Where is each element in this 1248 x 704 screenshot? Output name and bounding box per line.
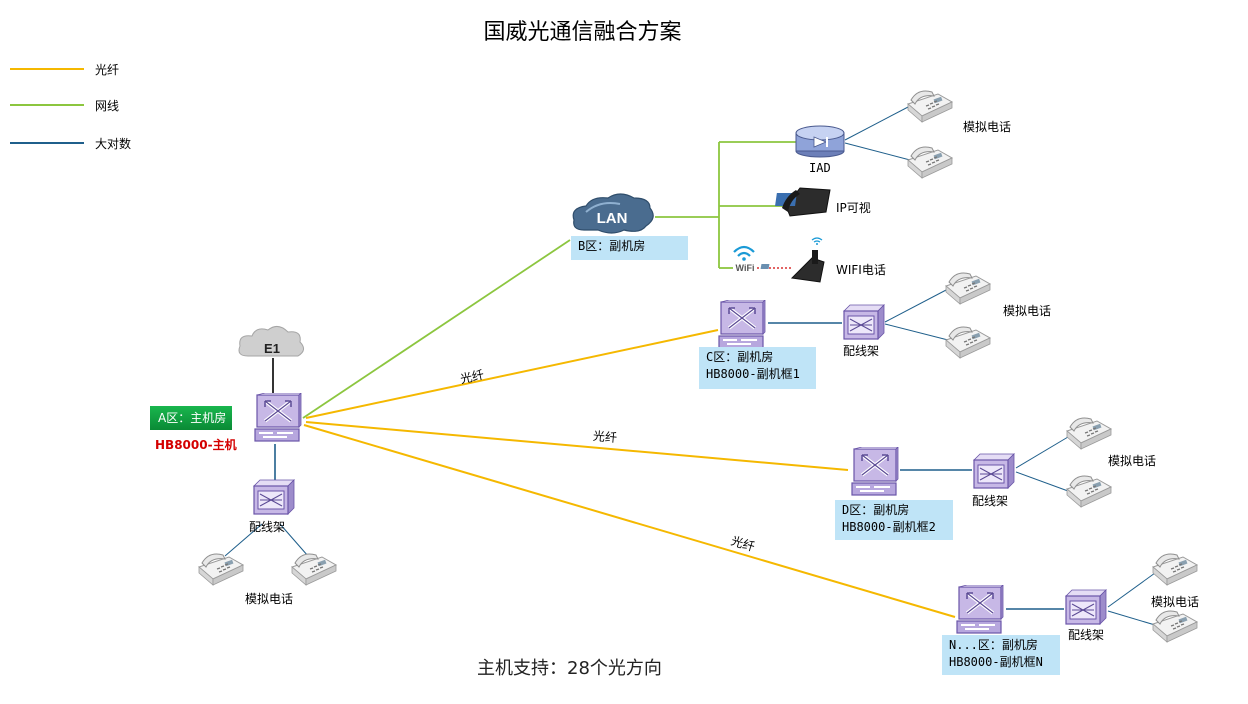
host-lan-link — [302, 239, 571, 419]
zone-d-name: D区：副机房 — [842, 503, 910, 517]
zone-b-name: B区：副机房 — [578, 239, 646, 253]
c-analog-phone-2-icon — [945, 326, 991, 359]
c-analog-phone-label: 模拟电话 — [1003, 304, 1052, 318]
n-analog-phone-1-icon — [1152, 553, 1198, 586]
zone-c-label: C区：副机房 HB8000-副机框1 — [699, 347, 816, 389]
d-phone2-link — [1015, 471, 1069, 492]
a-analog-phone-label: 模拟电话 — [245, 592, 294, 606]
iad-router-icon — [795, 125, 845, 158]
iad-label: IAD — [809, 161, 831, 175]
iad-analog-phone-1-icon — [907, 90, 953, 123]
c-patch-panel-icon — [843, 304, 885, 340]
n-patch-panel-label: 配线架 — [1068, 628, 1105, 642]
iad-phone2-link — [844, 142, 911, 161]
n-analog-phone-2-icon — [1152, 610, 1198, 643]
legend-network-label: 网线 — [95, 99, 120, 113]
wifi-phone-badge-icon — [811, 237, 823, 245]
iad-phone1-link — [844, 105, 911, 141]
wifi-access-point-icon — [733, 245, 757, 273]
a-analog-phone-2-icon — [291, 553, 337, 586]
iad-analog-phone-2-icon — [907, 146, 953, 179]
n-switch-icon — [955, 585, 1005, 635]
zone-b-label: B区：副机房 — [571, 236, 688, 260]
c-switch-icon — [717, 300, 767, 350]
d-patch-panel-icon — [973, 453, 1015, 489]
zone-d-device: HB8000-副机框2 — [842, 520, 936, 534]
fiber-to-c — [305, 329, 719, 419]
zone-n-device: HB8000-副机框N — [949, 655, 1043, 669]
lan-cloud-icon — [572, 193, 654, 234]
d-switch-icon — [850, 447, 900, 497]
n-patch-panel-icon — [1065, 589, 1107, 625]
legend-trunk-label: 大对数 — [95, 137, 132, 151]
c-phone1-link — [884, 288, 949, 323]
zone-c-name: C区：副机房 — [706, 350, 774, 364]
legend-fiber-label: 光纤 — [95, 63, 120, 77]
c-phone2-link — [884, 323, 949, 341]
footer-note: 主机支持：28个光方向 — [477, 658, 662, 679]
lan-label: LAN — [597, 210, 628, 227]
a-patch-panel-icon — [253, 479, 295, 515]
zone-n-label: N...区：副机房 HB8000-副机框N — [942, 635, 1060, 675]
d-analog-phone-2-icon — [1066, 475, 1112, 508]
ip-video-phone-icon — [775, 187, 831, 217]
legend-trunk-line — [10, 142, 84, 144]
fiber-to-d — [305, 421, 849, 471]
d-analog-phone-1-icon — [1066, 417, 1112, 450]
d-phone1-link — [1015, 436, 1069, 469]
host-switch-icon — [253, 393, 303, 443]
d-analog-phone-label: 模拟电话 — [1108, 454, 1157, 468]
n-phone2-link — [1107, 610, 1156, 626]
a-analog-phone-1-icon — [198, 553, 244, 586]
zone-d-label: D区：副机房 HB8000-副机框2 — [835, 500, 953, 540]
n-analog-phone-label: 模拟电话 — [1151, 595, 1200, 609]
a-phone2-link — [279, 523, 309, 557]
wifi-phone-label: WIFI电话 — [836, 263, 886, 277]
n-phone1-link — [1107, 572, 1156, 608]
host-device-label: HB8000-主机 — [155, 438, 237, 452]
zone-a-label: A区：主机房 — [150, 406, 232, 430]
zone-n-name: N...区：副机房 — [949, 638, 1038, 652]
iad-analog-phone-label: 模拟电话 — [963, 120, 1012, 134]
legend-fiber-line — [10, 68, 84, 70]
diagram-title: 国威光通信融合方案 — [483, 20, 682, 45]
wifi-phone-icon — [760, 250, 825, 283]
e1-label: E1 — [264, 341, 280, 356]
legend-network-line — [10, 104, 84, 106]
d-patch-panel-label: 配线架 — [972, 494, 1009, 508]
a-phone1-link — [224, 523, 263, 557]
ip-video-label: IP可视 — [836, 201, 871, 215]
wifi-badge-label: WiFi — [736, 263, 755, 273]
fiber-label-d: 光纤 — [592, 428, 618, 446]
a-patch-panel-label: 配线架 — [249, 520, 286, 534]
zone-c-device: HB8000-副机框1 — [706, 367, 800, 381]
e1-cloud-icon — [238, 326, 304, 357]
c-analog-phone-1-icon — [945, 272, 991, 305]
c-patch-panel-label: 配线架 — [843, 344, 880, 358]
fiber-to-n — [303, 424, 956, 618]
